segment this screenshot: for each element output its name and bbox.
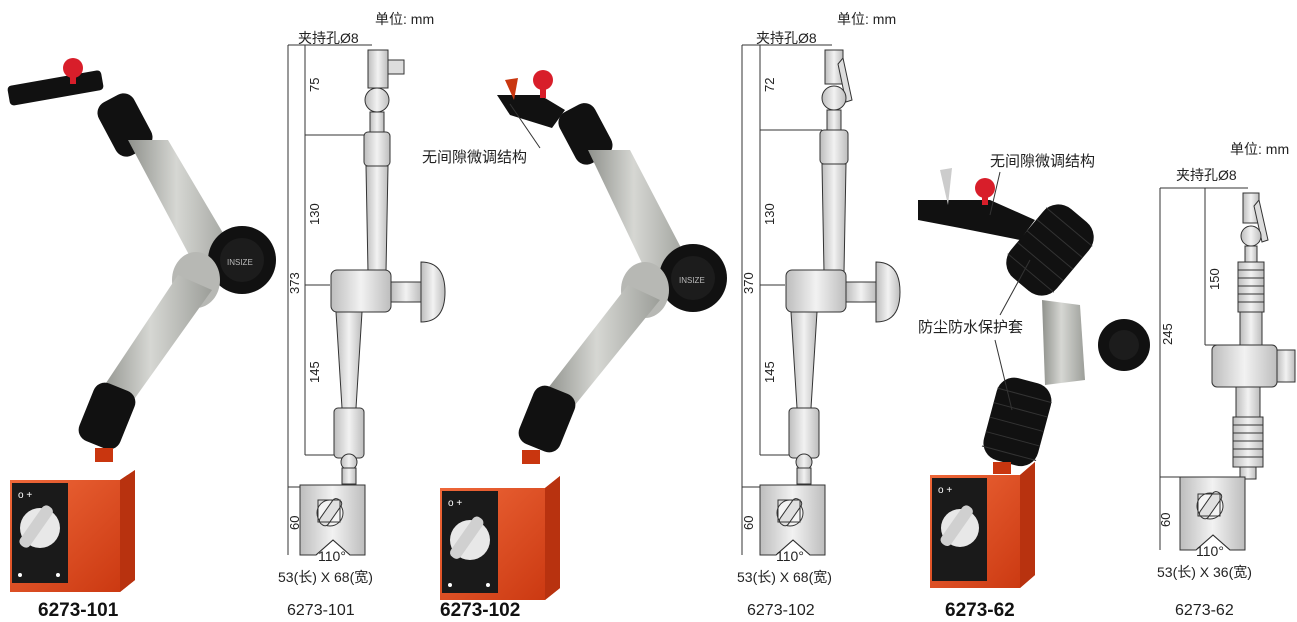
drawing-model-label: 6273-101 bbox=[287, 602, 355, 619]
dim-total: 245 bbox=[1160, 323, 1175, 345]
drawing-6273-102 bbox=[741, 44, 901, 556]
dim-base: 60 bbox=[287, 515, 302, 530]
feature-label: 无间隙微调结构 bbox=[990, 153, 1096, 170]
angle-label: 110° bbox=[1196, 543, 1224, 559]
dim-top: 75 bbox=[307, 77, 322, 92]
dim-base: 60 bbox=[1158, 512, 1173, 527]
photo-6273-102: INSIZE o + bbox=[440, 70, 727, 600]
base-size: 53(长) X 36(宽) bbox=[1157, 564, 1252, 580]
angle-label: 110° bbox=[318, 548, 346, 564]
unit-label: 单位: mm bbox=[837, 11, 897, 27]
dim-total: 373 bbox=[287, 272, 302, 294]
feature-label-2: 防尘防水保护套 bbox=[918, 319, 1024, 336]
photo-6273-62: o + bbox=[918, 168, 1150, 588]
dim-lower: 145 bbox=[307, 361, 322, 383]
feature-label: 无间隙微调结构 bbox=[422, 149, 528, 166]
drawing-6273-101 bbox=[287, 44, 446, 556]
svg-text:o +: o + bbox=[18, 490, 32, 501]
drawing-model-label: 6273-102 bbox=[747, 602, 815, 619]
base-size: 53(长) X 68(宽) bbox=[737, 569, 832, 585]
photo-model-label: 6273-102 bbox=[440, 600, 521, 621]
unit-label: 单位: mm bbox=[1230, 141, 1290, 157]
photo-6273-101: INSIZE o + bbox=[7, 58, 276, 592]
dim-mid: 130 bbox=[762, 203, 777, 225]
photo-model-label: 6273-62 bbox=[945, 600, 1015, 621]
dim-upper: 150 bbox=[1207, 268, 1222, 290]
drawing-6273-62 bbox=[1159, 187, 1296, 551]
unit-label: 单位: mm bbox=[375, 11, 435, 27]
svg-text:o +: o + bbox=[448, 498, 462, 509]
clamp-label: 夹持孔Ø8 bbox=[1176, 167, 1237, 183]
angle-label: 110° bbox=[776, 548, 804, 564]
svg-text:INSIZE: INSIZE bbox=[227, 258, 253, 267]
dim-total: 370 bbox=[741, 272, 756, 294]
svg-text:o +: o + bbox=[938, 485, 952, 496]
clamp-label: 夹持孔Ø8 bbox=[756, 30, 817, 46]
svg-text:INSIZE: INSIZE bbox=[679, 276, 705, 285]
base-size: 53(长) X 68(宽) bbox=[278, 569, 373, 585]
dim-mid: 130 bbox=[307, 203, 322, 225]
dim-base: 60 bbox=[741, 515, 756, 530]
drawing-model-label: 6273-62 bbox=[1175, 602, 1234, 619]
dim-lower: 145 bbox=[762, 361, 777, 383]
clamp-label: 夹持孔Ø8 bbox=[298, 30, 359, 46]
dim-top: 72 bbox=[762, 77, 777, 92]
photo-model-label: 6273-101 bbox=[38, 600, 119, 621]
